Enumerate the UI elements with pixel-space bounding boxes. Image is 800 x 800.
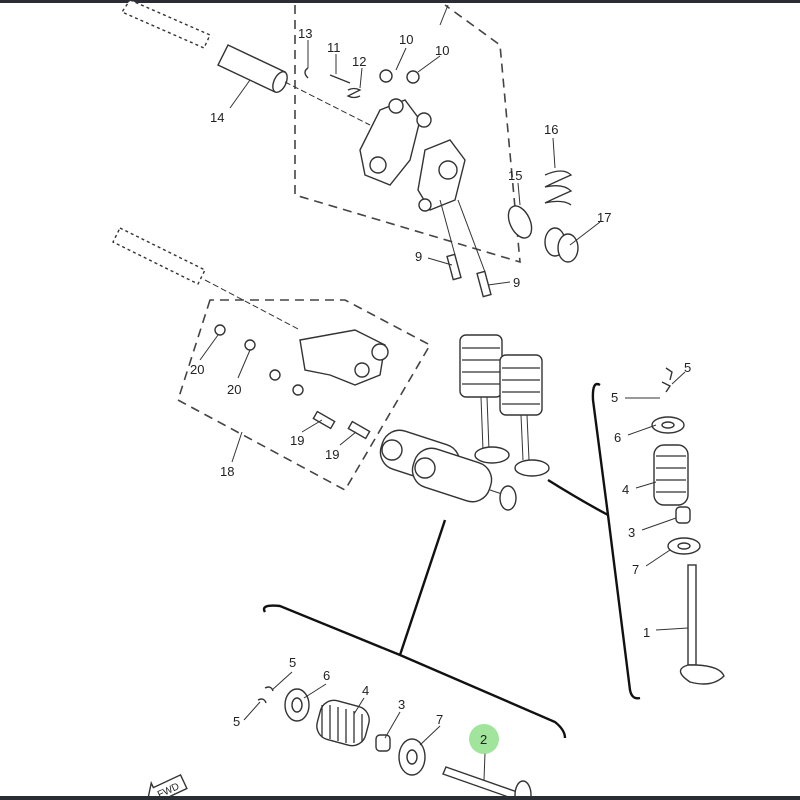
leader bbox=[439, 4, 449, 26]
callout-2[interactable]: 2 bbox=[480, 732, 487, 747]
highlight-marker bbox=[469, 724, 499, 754]
callout-labels: 13 11 12 10 10 14 16 15 17 9 9 20 20 19 … bbox=[190, 26, 691, 747]
rocker-shaft-upper bbox=[120, 0, 371, 126]
valve-assembly-upper bbox=[459, 334, 550, 477]
callout-19a[interactable]: 19 bbox=[290, 433, 304, 448]
callout-7-bottom[interactable]: 7 bbox=[436, 712, 443, 727]
callout-12[interactable]: 12 bbox=[352, 54, 366, 69]
callout-19b[interactable]: 19 bbox=[325, 447, 339, 462]
leader-lines bbox=[199, 40, 689, 781]
callout-14[interactable]: 14 bbox=[210, 110, 224, 125]
rocker-arm-lower bbox=[214, 324, 389, 396]
callout-7-right[interactable]: 7 bbox=[632, 562, 639, 577]
bracket-connector-bottom bbox=[398, 519, 447, 656]
callout-10a[interactable]: 10 bbox=[399, 32, 413, 47]
callout-16[interactable]: 16 bbox=[544, 122, 558, 137]
callout-4-right[interactable]: 4 bbox=[622, 482, 629, 497]
callout-9a[interactable]: 9 bbox=[415, 249, 422, 264]
callout-4-bottom[interactable]: 4 bbox=[362, 683, 369, 698]
callout-15[interactable]: 15 bbox=[508, 168, 522, 183]
callout-11[interactable]: 11 bbox=[327, 40, 341, 55]
callout-3-right[interactable]: 3 bbox=[628, 525, 635, 540]
adjusting-screws bbox=[312, 199, 492, 440]
rocker-arm-group-box-1 bbox=[294, 4, 521, 264]
callout-5-right-a[interactable]: 5 bbox=[684, 360, 691, 375]
valve-parts-bottom bbox=[257, 686, 532, 800]
spring-washer-parts bbox=[507, 170, 579, 263]
bracket-bottom bbox=[262, 604, 567, 739]
rocker-arm-group-box-2 bbox=[177, 299, 432, 492]
callout-1[interactable]: 1 bbox=[643, 625, 650, 640]
callout-6-right[interactable]: 6 bbox=[614, 430, 621, 445]
callout-5-right-b[interactable]: 5 bbox=[611, 390, 618, 405]
callout-17[interactable]: 17 bbox=[597, 210, 611, 225]
callout-9b[interactable]: 9 bbox=[513, 275, 520, 290]
callout-3-bottom[interactable]: 3 bbox=[398, 697, 405, 712]
rocker-shaft-lower bbox=[112, 227, 301, 331]
valve-parts-right bbox=[651, 367, 725, 685]
callout-20a[interactable]: 20 bbox=[190, 362, 204, 377]
rocker-arm-upper bbox=[304, 67, 466, 212]
callout-5-bottom-a[interactable]: 5 bbox=[289, 655, 296, 670]
callout-13[interactable]: 13 bbox=[298, 26, 312, 41]
callout-18[interactable]: 18 bbox=[220, 464, 234, 479]
callout-5-bottom-b[interactable]: 5 bbox=[233, 714, 240, 729]
bottom-bar bbox=[0, 796, 800, 800]
valve-assembly-horizontal bbox=[379, 429, 517, 511]
callout-10b[interactable]: 10 bbox=[435, 43, 449, 58]
bracket-connector-right bbox=[547, 478, 609, 517]
callout-20b[interactable]: 20 bbox=[227, 382, 241, 397]
top-bar bbox=[0, 0, 800, 3]
callout-6-bottom[interactable]: 6 bbox=[323, 668, 330, 683]
